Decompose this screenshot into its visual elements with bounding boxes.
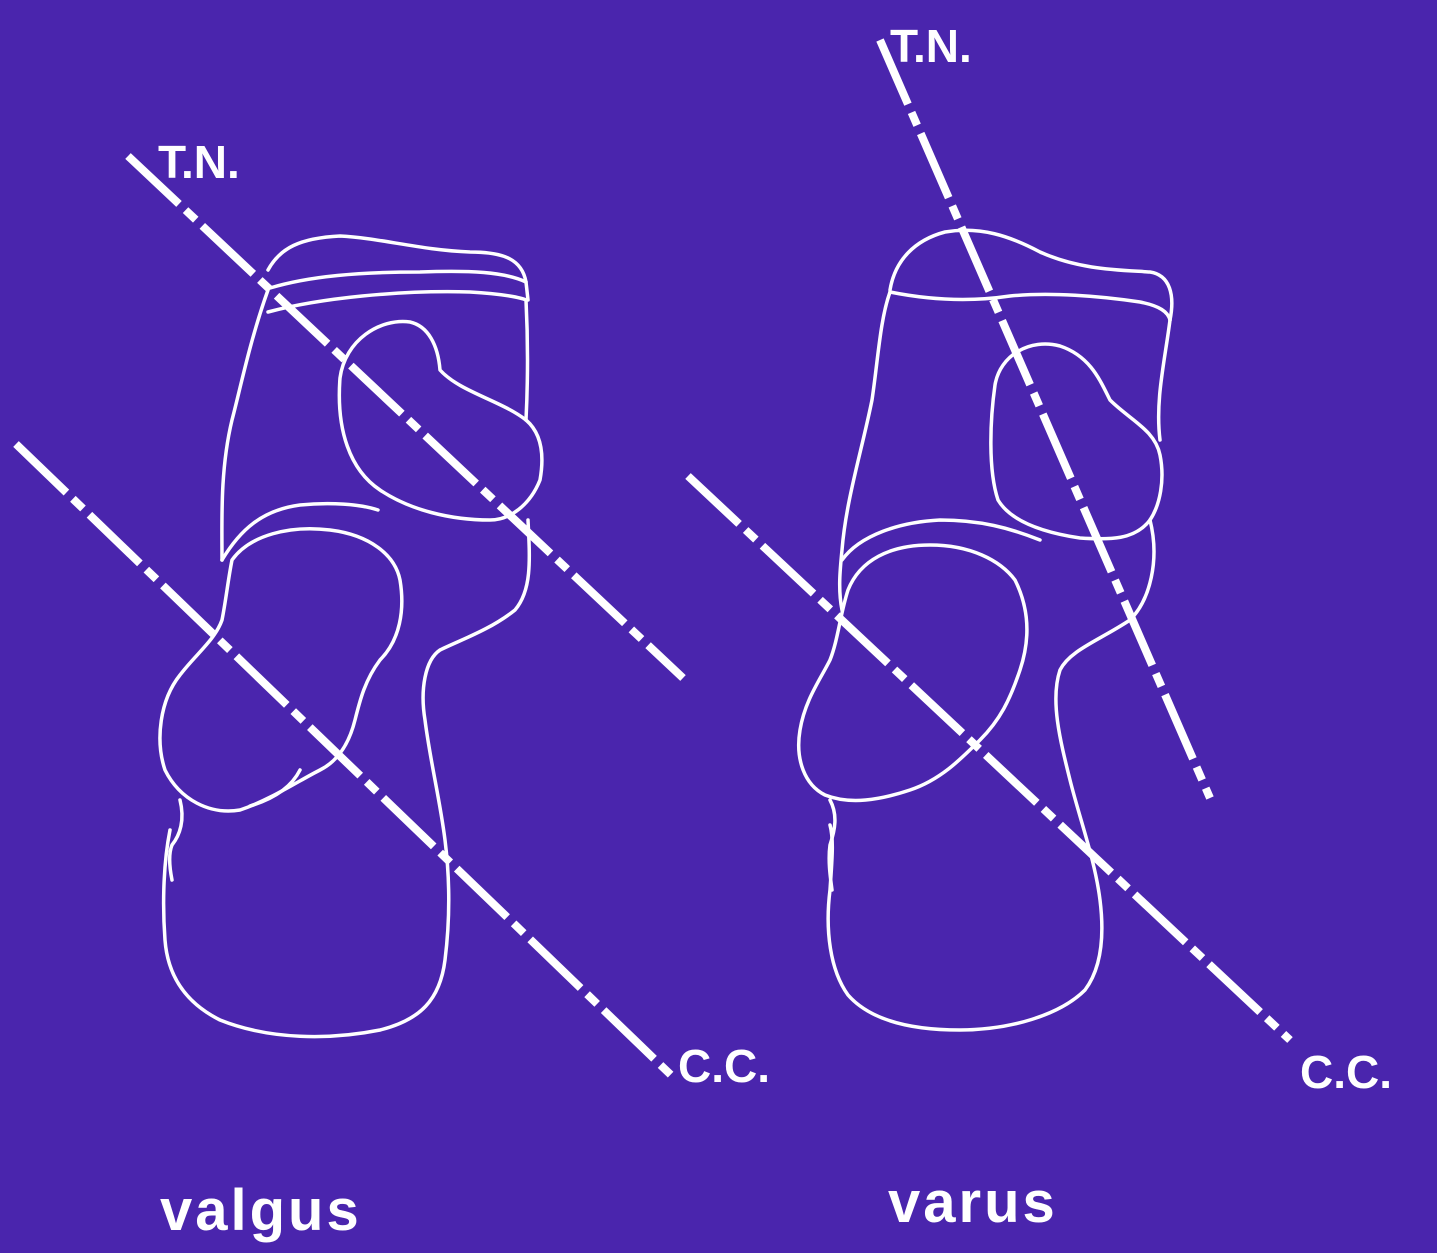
- varus-navicular-inner: [890, 292, 1170, 320]
- varus-tn-label: T.N.: [890, 20, 972, 72]
- valgus-talar-head: [339, 322, 542, 520]
- varus-tn-axis: [880, 40, 1210, 798]
- valgus-panel: T.N. C.C. valgus: [16, 136, 770, 1243]
- varus-lateral-contour: [828, 520, 1154, 1030]
- varus-cc-label: C.C.: [1300, 1046, 1392, 1098]
- varus-talus-outer: [840, 292, 890, 610]
- valgus-lateral-contour: [164, 520, 530, 1037]
- valgus-inner-line: [250, 770, 300, 806]
- valgus-cuboid: [160, 529, 402, 811]
- valgus-tn-axis: [128, 156, 683, 678]
- varus-navicular-side: [1159, 320, 1170, 440]
- valgus-navicular-inner: [270, 271, 526, 288]
- varus-caption: varus: [888, 1170, 1058, 1235]
- valgus-tn-label: T.N.: [158, 136, 240, 188]
- valgus-caption: valgus: [160, 1178, 362, 1243]
- varus-talus-inner: [842, 520, 1040, 560]
- valgus-cc-axis: [16, 444, 672, 1076]
- valgus-foot-outline: [160, 236, 542, 1037]
- varus-navicular-outline: [890, 230, 1172, 320]
- varus-cc-axis: [688, 476, 1290, 1040]
- varus-talar-head: [991, 344, 1162, 539]
- valgus-calcaneus-neck: [170, 800, 182, 880]
- varus-panel: T.N. C.C. varus: [688, 20, 1392, 1235]
- valgus-cc-label: C.C.: [678, 1040, 770, 1092]
- valgus-talus-inner: [222, 504, 378, 560]
- valgus-navicular-outline: [268, 236, 528, 300]
